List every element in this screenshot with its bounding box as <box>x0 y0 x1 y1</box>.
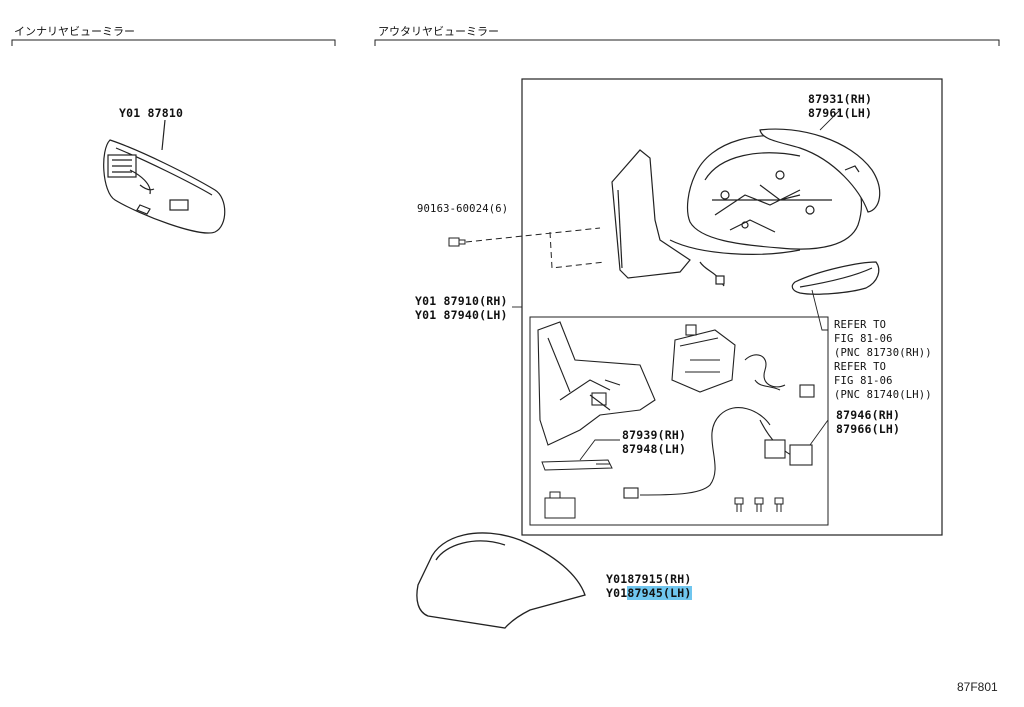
part-harness-lh[interactable]: 87966(LH) <box>836 422 901 436</box>
part-mirror-glass-lh[interactable]: 87961(LH) <box>808 106 873 120</box>
mirror-glass-drawing <box>759 128 881 213</box>
part-mirror-glass-rh[interactable]: 87931(RH) <box>808 92 873 106</box>
part-inner-mirror[interactable]: Y01 87810 <box>119 106 184 120</box>
part-cover-lh[interactable]: Y0187945(LH) <box>606 586 692 600</box>
refer-line-4: REFER TO <box>834 361 887 373</box>
leader-lines <box>512 109 841 461</box>
part-harness-rh[interactable]: 87946(RH) <box>836 408 901 422</box>
motor-drawing <box>671 324 736 393</box>
cover-plate-drawing <box>541 459 613 471</box>
inner-mirror-drawing <box>103 119 226 234</box>
outer-section-bracket <box>374 39 1000 46</box>
part-cover-rh[interactable]: Y0187915(RH) <box>606 572 692 586</box>
refer-line-5: FIG 81-06 <box>834 375 893 387</box>
inner-mirror-header: インナリヤビューミラー <box>14 25 135 38</box>
mirror-base-drawing <box>611 149 725 287</box>
bolts-drawing <box>734 497 784 512</box>
inner-section-bracket <box>11 39 336 46</box>
part-cover-lh-prefix: Y01 <box>606 586 628 600</box>
refer-line-3[interactable]: (PNC 81730(RH)) <box>834 347 932 359</box>
wire-harness-drawing <box>623 354 815 499</box>
part-cover-lh-highlight: 87945(LH) <box>627 586 692 600</box>
screw-drawing <box>448 237 466 247</box>
part-outer-assy-rh[interactable]: Y01 87910(RH) <box>415 294 508 308</box>
subassembly-frame <box>529 316 829 526</box>
part-outer-assy-lh[interactable]: Y01 87940(LH) <box>415 308 508 322</box>
figure-code: 87F801 <box>957 680 998 694</box>
mirror-body-drawing <box>669 134 862 255</box>
refer-line-2: FIG 81-06 <box>834 333 893 345</box>
refer-line-1: REFER TO <box>834 319 887 331</box>
turn-signal-drawing <box>791 261 880 295</box>
retainer-bracket-drawing <box>537 321 656 446</box>
part-cover-plate-rh[interactable]: 87939(RH) <box>622 428 687 442</box>
connector-drawing <box>544 491 576 519</box>
refer-line-6[interactable]: (PNC 81740(LH)) <box>834 389 932 401</box>
part-cover-plate-lh[interactable]: 87948(LH) <box>622 442 687 456</box>
part-screw[interactable]: 90163-60024(6) <box>417 203 509 215</box>
mirror-cover-drawing <box>416 532 586 629</box>
outer-mirror-header: アウタリヤビューミラー <box>378 25 499 38</box>
